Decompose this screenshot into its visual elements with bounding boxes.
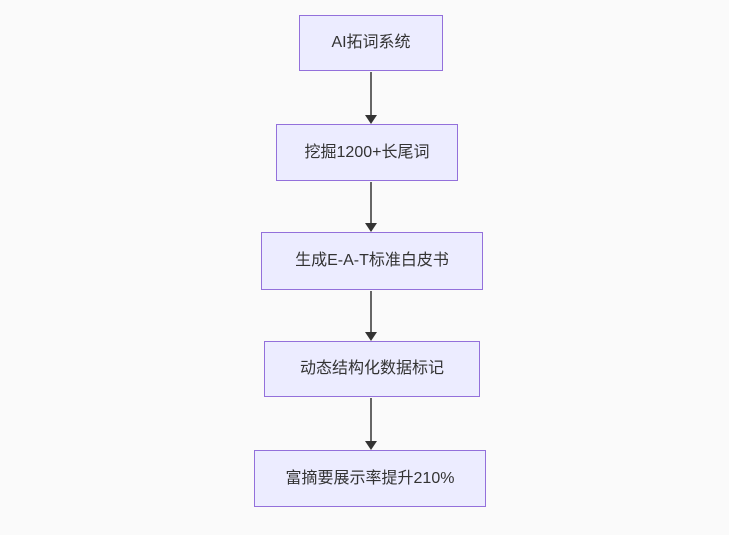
arrow-head-icon bbox=[365, 332, 377, 341]
node-label: 挖掘1200+长尾词 bbox=[304, 143, 430, 161]
flowchart-node-longtail-keywords: 挖掘1200+长尾词 bbox=[276, 124, 458, 181]
arrow-head-icon bbox=[365, 223, 377, 232]
arrow-head-icon bbox=[365, 115, 377, 124]
arrow-line bbox=[370, 182, 372, 223]
node-label: AI拓词系统 bbox=[331, 34, 411, 51]
arrow-line bbox=[370, 291, 372, 332]
flowchart-node-structured-data: 动态结构化数据标记 bbox=[264, 341, 480, 397]
arrow-head-icon bbox=[365, 441, 377, 450]
node-label: 生成E-A-T标准白皮书 bbox=[295, 252, 449, 269]
flow-arrow bbox=[364, 398, 378, 450]
node-label: 动态结构化数据标记 bbox=[299, 360, 444, 377]
arrow-line bbox=[370, 72, 372, 115]
flowchart-node-eat-whitepaper: 生成E-A-T标准白皮书 bbox=[261, 232, 483, 290]
flowchart-node-ai-system: AI拓词系统 bbox=[299, 15, 443, 71]
flow-arrow bbox=[364, 72, 378, 124]
flowchart-node-rich-snippet-result: 富摘要展示率提升210% bbox=[254, 450, 486, 507]
flow-arrow bbox=[364, 291, 378, 341]
arrow-line bbox=[370, 398, 372, 441]
node-label: 富摘要展示率提升210% bbox=[285, 469, 455, 487]
flow-arrow bbox=[364, 182, 378, 232]
